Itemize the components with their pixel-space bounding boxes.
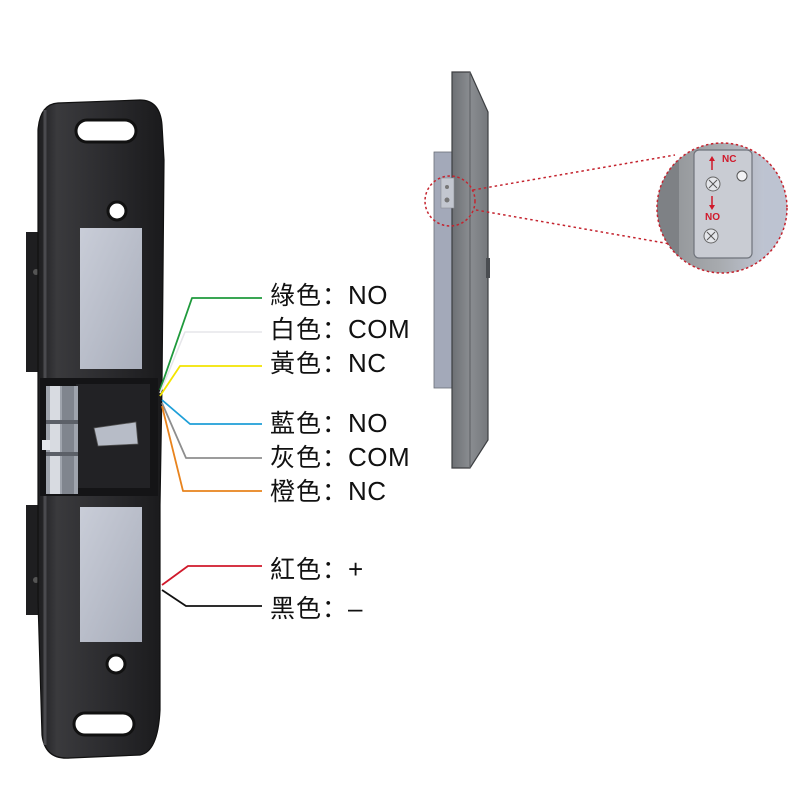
screw-hole-lower (105, 653, 127, 675)
callout-line-bottom (475, 209, 677, 246)
wire-color-name: 橙色 (270, 477, 323, 506)
wire-color-name: 白色 (270, 315, 323, 344)
wire-terminal: + (348, 554, 364, 584)
bottom-mounting-slot (72, 711, 136, 737)
switch-screw-bottom (703, 228, 719, 244)
wire-yellow (159, 365, 262, 397)
wire-white (159, 331, 262, 394)
wire-terminal: COM (348, 314, 411, 344)
lower-face-panel (80, 507, 142, 642)
wire-leads (159, 297, 262, 607)
wire-red (161, 565, 262, 586)
wire-separator: ： (322, 595, 349, 623)
wire-black (161, 589, 262, 607)
top-mounting-slot (74, 118, 138, 144)
switch-screw-top (705, 176, 721, 192)
zoom-detail: NC NO (656, 142, 788, 274)
wire-label-green: 綠色：NO (270, 282, 388, 309)
wire-color-name: 藍色 (270, 409, 323, 438)
wire-label-white: 白色：COM (270, 316, 410, 343)
wire-terminal: NC (348, 476, 387, 506)
wire-separator: ： (322, 410, 349, 438)
wire-label-blue: 藍色：NO (270, 410, 388, 437)
wire-label-yellow: 黃色：NC (270, 350, 387, 377)
zoom-detail-circle (656, 142, 788, 274)
wire-separator: ： (322, 282, 349, 310)
screw-hole-upper (106, 200, 128, 222)
zoom-nc-label: NC (722, 154, 736, 165)
wire-color-name: 綠色 (270, 281, 323, 310)
wire-gray (161, 402, 262, 459)
strike-side-view (424, 71, 677, 469)
wire-terminal: NC (348, 348, 387, 378)
wire-separator: ： (322, 478, 349, 506)
wire-label-orange: 橙色：NC (270, 478, 387, 505)
wire-color-name: 紅色 (270, 555, 323, 584)
wire-separator: ： (322, 556, 349, 584)
wire-terminal: – (348, 593, 363, 623)
callout-line-top (472, 154, 676, 191)
wire-blue (161, 399, 262, 425)
latch-keeper (40, 378, 158, 496)
strike-front-view (26, 99, 165, 759)
wire-separator: ： (322, 316, 349, 344)
nc-pin (736, 170, 748, 182)
wire-terminal: COM (348, 442, 411, 472)
upper-face-panel (80, 228, 142, 369)
wire-color-name: 灰色 (270, 443, 323, 472)
wire-color-name: 黃色 (270, 349, 323, 378)
actuation-arrow (709, 156, 715, 210)
detail-source-circle (424, 175, 476, 227)
wire-terminal: NO (348, 280, 389, 310)
wire-terminal: NO (348, 408, 389, 438)
wire-label-black: 黑色：– (270, 595, 363, 622)
microswitch-plate (693, 149, 753, 259)
wire-orange (161, 405, 262, 492)
wire-separator: ： (322, 444, 349, 472)
wire-color-name: 黑色 (270, 594, 323, 623)
wire-green (159, 297, 262, 391)
wire-separator: ： (322, 350, 349, 378)
zoom-no-label: NO (705, 212, 720, 223)
wire-label-gray: 灰色：COM (270, 444, 410, 471)
wire-label-red: 紅色：+ (270, 556, 364, 583)
